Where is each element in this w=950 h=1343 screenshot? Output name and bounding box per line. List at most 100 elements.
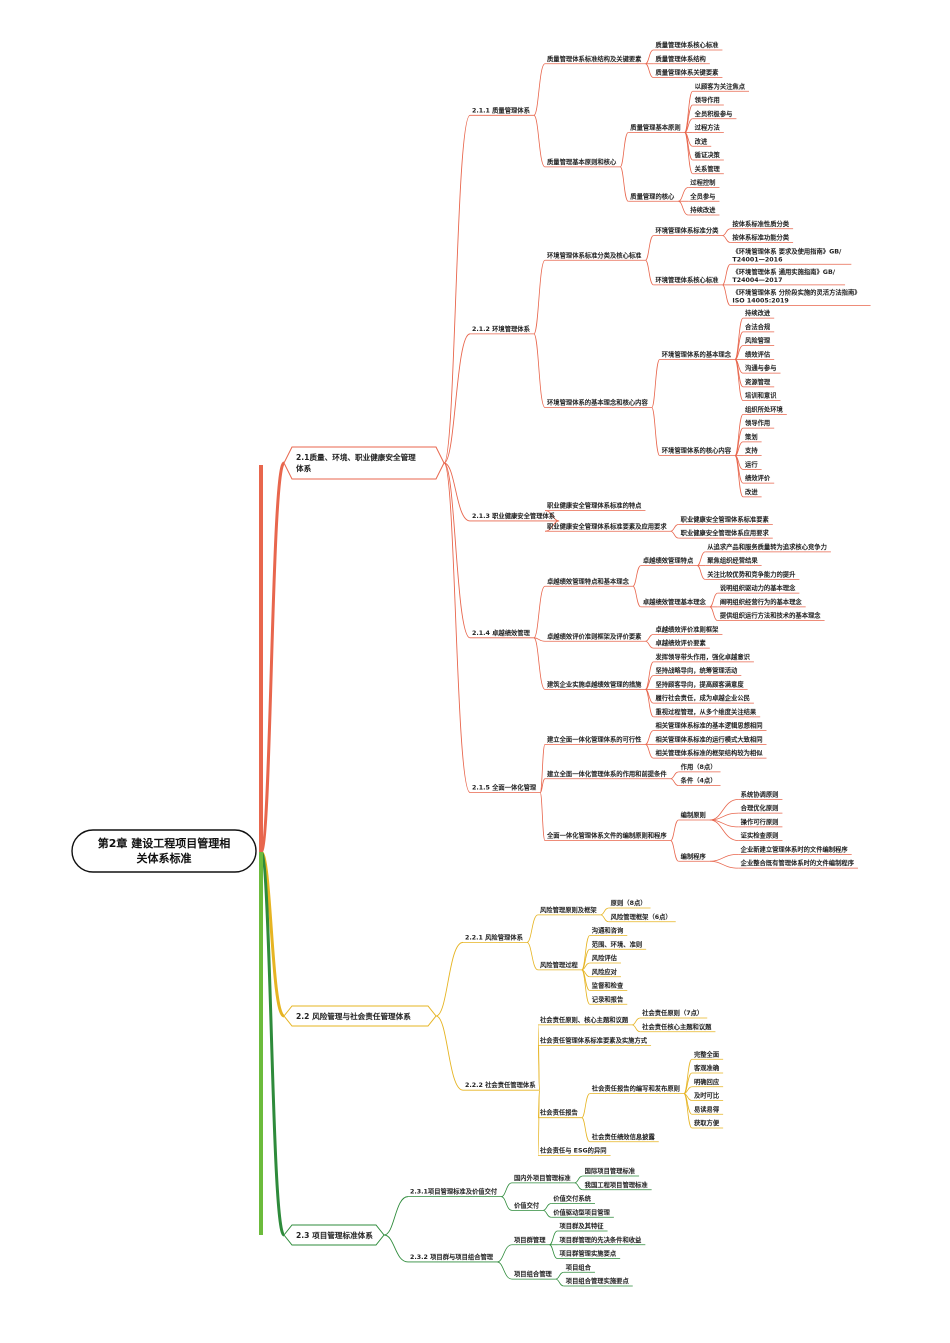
connector-line xyxy=(734,455,744,498)
leaf-node: 发挥领导带头作用，强化卓越意识 xyxy=(654,652,750,661)
leaf-node-line2: ISO 14005:2019 xyxy=(732,298,788,305)
leaf-node: 质量管理体系关键要素 xyxy=(655,68,719,77)
leaf-node: 组织所处环境 xyxy=(745,404,783,413)
subtopic-node: 2.2.1 风险管理体系 xyxy=(465,932,524,941)
connector-line xyxy=(709,798,739,821)
leaf-node: 改进 xyxy=(745,487,758,496)
connector-line xyxy=(670,778,679,787)
leaf-node: 资源管理 xyxy=(745,377,771,386)
leaf-node-line2: T24001—2016 xyxy=(732,256,783,263)
connector-line xyxy=(645,688,654,718)
topic-node: 环境管理体系标准分类及核心标准 xyxy=(547,250,642,259)
connector-line xyxy=(581,969,591,1005)
connector-line xyxy=(632,1024,641,1033)
leaf-node: 质量管理体系结构 xyxy=(655,54,706,63)
connector-line xyxy=(651,358,661,408)
leaf-node: 项目组合 xyxy=(566,1262,592,1271)
topic-node: 质量管理体系标准结构及关键要素 xyxy=(547,54,642,63)
leaf-node: 职业健康安全管理体系标准要素 xyxy=(681,514,770,523)
leaf-node: 运行 xyxy=(745,459,758,468)
connector-line xyxy=(722,284,731,306)
connector-line xyxy=(533,114,546,168)
leaf-node: 全员积极参与 xyxy=(694,109,733,118)
connector-line xyxy=(632,565,642,587)
leaf-node-line1: 《环境管理体系 通用实施指南》GB/ xyxy=(732,267,835,276)
branch-frame xyxy=(283,446,445,480)
branch-node[interactable] xyxy=(283,446,445,480)
topic-node: 环境管理体系核心标准 xyxy=(655,275,719,284)
branch-node[interactable] xyxy=(283,1005,437,1027)
branch-label-line1: 2.1质量、环境、职业健康安全管理 xyxy=(296,452,416,462)
connector-line xyxy=(645,730,654,745)
connector-line xyxy=(645,743,654,759)
subtopic-node: 2.1.3 职业健康安全管理体系 xyxy=(472,511,556,520)
connector-line xyxy=(443,462,471,639)
leaf-node: 社会责任原则（7点） xyxy=(641,1008,703,1017)
connector-line xyxy=(549,1244,558,1259)
leaf-node: 过程控制 xyxy=(690,178,715,187)
connector-line xyxy=(645,633,654,642)
connector-line xyxy=(645,661,654,690)
connector-line xyxy=(544,510,560,522)
connector-line xyxy=(670,523,679,532)
topic-node: 编制原则 xyxy=(681,810,706,819)
connector-line xyxy=(259,850,286,1237)
connector-line xyxy=(537,1089,540,1156)
topic-node: 编制程序 xyxy=(681,851,707,860)
connector-line xyxy=(684,132,694,175)
connector-line xyxy=(734,358,744,402)
leaf-node: 重视过程管理，从多个维度关注结果 xyxy=(655,707,756,716)
leaf-node: 沟通与参与 xyxy=(745,363,776,372)
connector-line xyxy=(600,907,609,916)
leaf-node: 明确回应 xyxy=(694,1077,720,1086)
topic-node: 社会责任报告 xyxy=(539,1108,578,1117)
leaf-node: 持续改进 xyxy=(690,205,716,214)
connector-line xyxy=(645,49,654,65)
topic-node: 质量管理的核心 xyxy=(630,191,675,200)
connector-line xyxy=(435,1015,464,1091)
branch-node[interactable] xyxy=(283,1224,385,1246)
leaf-node: 卓越绩效评价准则框架 xyxy=(655,624,719,633)
connector-line xyxy=(684,90,694,133)
branch-label: 2.2 风险管理与社会责任管理体系 xyxy=(296,1011,411,1021)
topic-node: 环境管理体系的核心内容 xyxy=(662,446,732,455)
topic-node: 价值交付 xyxy=(514,1200,540,1209)
leaf-node-line1: 《环境管理体系 要求及使用指南》GB/ xyxy=(732,246,842,255)
leaf-node: 相关管理体系标准的框架结构较为相似 xyxy=(655,748,763,757)
topic-node: 职业健康安全管理体系标准的特点 xyxy=(547,501,642,510)
connector-line xyxy=(539,778,546,793)
leaf-node: 改进 xyxy=(695,136,708,145)
leaf-node: 说明组织驱动力的基本理念 xyxy=(720,583,796,592)
leaf-node: 履行社会责任，成为卓越企业公民 xyxy=(654,693,749,702)
leaf-node: 我国工程项目管理标准 xyxy=(585,1180,649,1189)
leaf-node: 操作可行原则 xyxy=(741,817,779,826)
leaf-node: 相关管理体系标准的运行模式大致相同 xyxy=(655,734,762,743)
root-title-line1: 第2章 建设工程项目管理相 xyxy=(98,836,230,850)
subtopic-node: 2.1.4 卓越绩效管理 xyxy=(472,628,531,637)
connector-layer xyxy=(259,49,871,1287)
leaf-node: 项目组合管理实施要点 xyxy=(566,1276,630,1285)
connector-line xyxy=(496,1244,513,1263)
connector-line xyxy=(651,407,661,457)
connector-line xyxy=(722,263,731,286)
topic-node: 国内外项目管理标准 xyxy=(514,1173,571,1182)
leaf-node: 质量管理体系核心标准 xyxy=(655,40,719,49)
leaf-node: 记录和报告 xyxy=(592,994,624,1003)
leaf-node-line1: 《环境管理体系 分阶段实施的灵活方法指南》 xyxy=(732,288,860,297)
topic-node: 卓越绩效评价准则框架及评价要素 xyxy=(547,631,642,640)
leaf-node: 风险管理 xyxy=(745,336,771,345)
topic-node: 全面一体化管理体系文件的编制原则和程序 xyxy=(546,831,667,840)
connector-line xyxy=(670,530,679,539)
leaf-node: 策划 xyxy=(745,432,758,441)
connector-line xyxy=(539,743,546,793)
connector-line xyxy=(549,1230,558,1246)
connector-line xyxy=(645,63,654,78)
leaf-node: 过程方法 xyxy=(695,123,721,132)
connector-line xyxy=(533,63,546,116)
leaf-node: 领导作用 xyxy=(695,95,720,104)
leaf-node: 项目群管理的先决条件和收益 xyxy=(559,1235,642,1244)
leaf-node: 合理优化原则 xyxy=(740,803,779,812)
leaf-node: 按体系标准功能分类 xyxy=(732,233,789,242)
topic-node: 建立全面一体化管理体系的可行性 xyxy=(546,734,642,743)
